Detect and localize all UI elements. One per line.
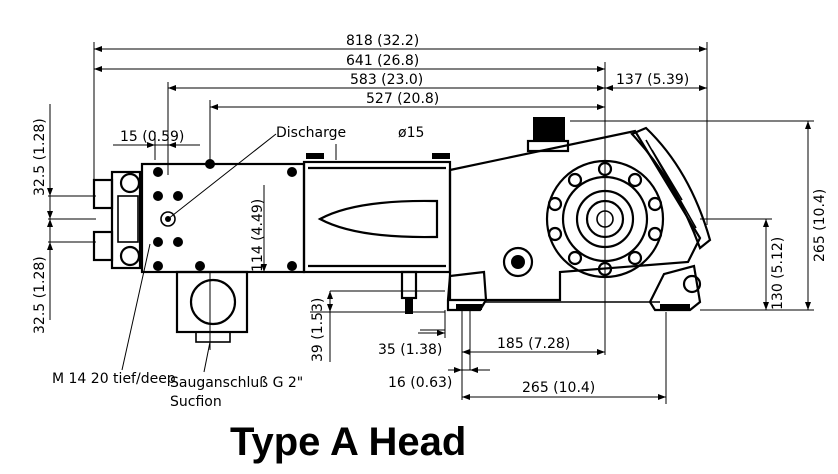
notes: Discharge ø15 M 14 20 tief/deep Saugansc…: [52, 125, 424, 410]
discharge-label: Discharge: [276, 125, 346, 141]
dim-16: 16 (0.63): [388, 375, 452, 391]
crankcase: [446, 117, 712, 312]
cylinder-section: [302, 144, 452, 314]
right-dimensions: 265 (10.4) 130 (5.12): [570, 120, 828, 311]
thread-label: M 14 20 tief/deep: [52, 371, 176, 387]
suction-label-en: Sucfion: [170, 394, 222, 410]
drawing-title: Type A Head: [230, 420, 466, 464]
left-dimensions: 32.5 (1.28) 32.5 (1.28): [32, 104, 96, 334]
dim-32-5-upper: 32.5 (1.28): [32, 118, 48, 196]
pump-head-block: 114 (4.49): [92, 159, 306, 350]
dim-818: 818 (32.2): [346, 33, 419, 49]
dim-dia-15: ø15: [398, 125, 424, 141]
dim-39: 39 (1.53): [310, 298, 326, 362]
dim-130: 130 (5.12): [770, 237, 786, 310]
dim-641: 641 (26.8): [346, 53, 419, 69]
suction-label-de: Sauganschluß G 2": [170, 375, 303, 391]
dim-114: 114 (4.49): [250, 199, 266, 272]
dim-15: 15 (0.59): [120, 129, 184, 145]
top-dimensions: 818 (32.2) 641 (26.8) 583 (23.0) 527 (20…: [93, 33, 708, 355]
dim-35: 35 (1.38): [378, 342, 442, 358]
dim-137: 137 (5.39): [616, 72, 689, 88]
dim-32-5-lower: 32.5 (1.28): [32, 256, 48, 334]
bottom-dimensions: 39 (1.53) 35 (1.38) 16 (0.63) 185 (7.28)…: [310, 290, 667, 404]
dim-527: 527 (20.8): [366, 91, 439, 107]
dim-185: 185 (7.28): [497, 336, 570, 352]
dim-265-bottom: 265 (10.4): [522, 380, 595, 396]
dim-583: 583 (23.0): [350, 72, 423, 88]
dim-265-right: 265 (10.4): [812, 189, 828, 262]
